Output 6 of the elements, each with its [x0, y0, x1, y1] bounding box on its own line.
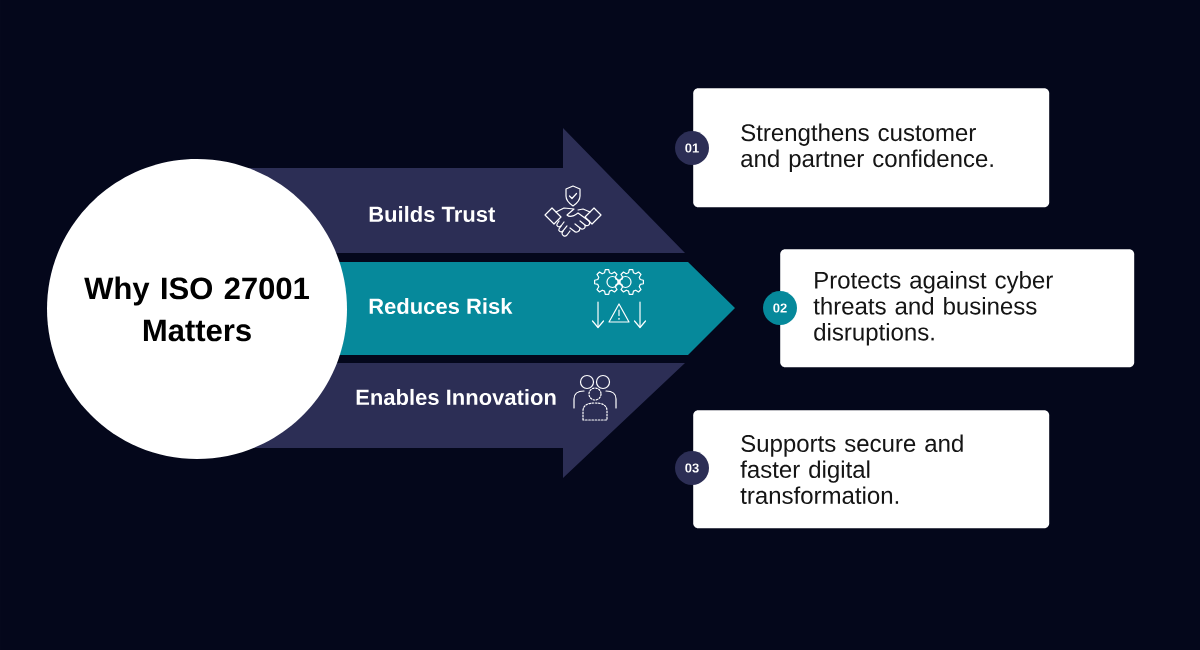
number-badge: 02: [763, 291, 797, 325]
number-badge: 01: [675, 131, 709, 165]
arrow-band: Enables Innovation: [249, 363, 685, 478]
number-badge: 03: [675, 451, 709, 485]
arrow-band: Builds Trust: [243, 128, 685, 253]
arrow-band: Reduces Risk: [337, 262, 735, 355]
